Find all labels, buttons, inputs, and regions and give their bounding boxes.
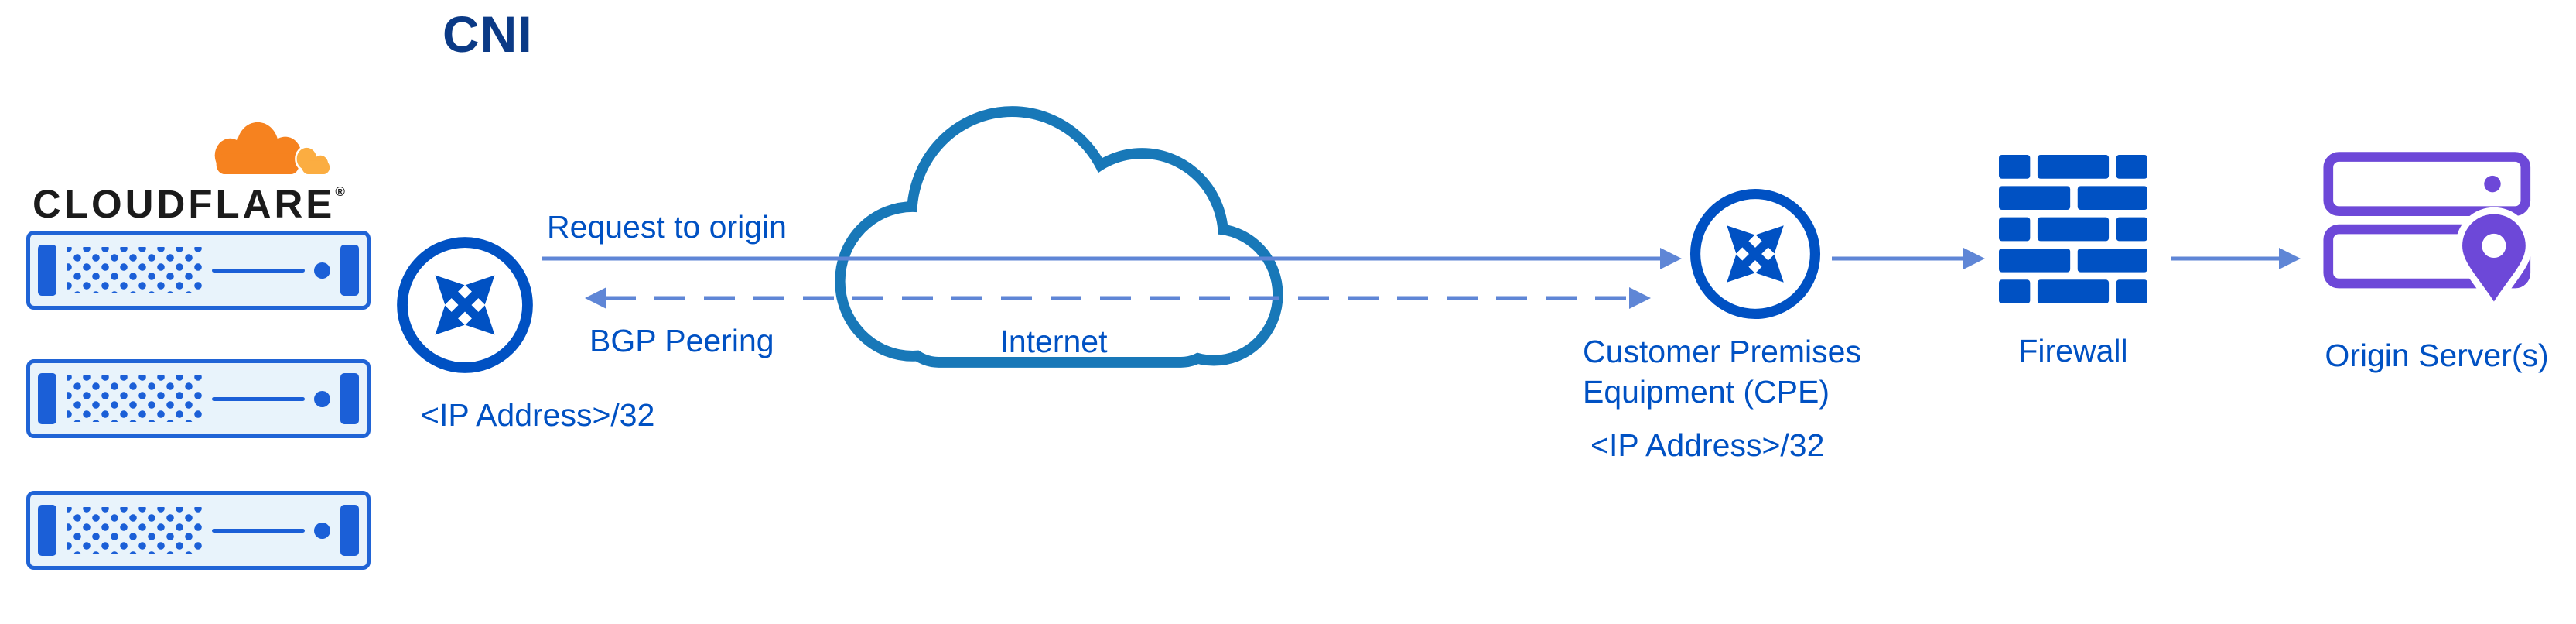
internet-label: Internet: [999, 324, 1108, 359]
cloudflare-server-2: [26, 359, 371, 438]
bgp-peering-label: BGP Peering: [589, 323, 774, 358]
registered-mark: ®: [335, 184, 345, 199]
cloudflare-wordmark: CLOUDFLARE®: [32, 181, 345, 227]
origin-servers-label: Origin Server(s): [2325, 338, 2549, 373]
cloudflare-server-1: [26, 231, 371, 310]
cpe-router-icon: [1689, 188, 1821, 320]
server-led: [314, 390, 331, 407]
server-slot-line: [211, 268, 305, 273]
server-left-panel: [38, 373, 56, 424]
server-left-panel: [38, 245, 56, 296]
server-dots-pattern: [66, 507, 202, 554]
cpe-label: Customer Premises Equipment (CPE): [1583, 334, 1861, 410]
cloudflare-cloud-icon: [214, 122, 332, 177]
server-led: [314, 262, 331, 279]
cloudflare-wordmark-text: CLOUDFLARE: [32, 182, 336, 226]
firewall-label: Firewall: [2018, 333, 2128, 369]
location-pin-icon: [2455, 207, 2533, 310]
cpe-to-firewall-arrow: [1832, 248, 1985, 269]
internet-cloud-icon: [835, 106, 1283, 368]
firewall-to-origin-arrow: [2171, 248, 2301, 269]
origin-server-icon: [2323, 152, 2533, 310]
firewall-brick-icon: [1999, 155, 2147, 303]
edge-router-icon: [397, 237, 533, 373]
edge-router-ip-label: <IP Address>/32: [421, 397, 655, 433]
server-slot-line: [211, 396, 305, 401]
server-slot-line: [211, 528, 305, 533]
server-dots-pattern: [66, 375, 202, 422]
request-to-origin-label: Request to origin: [547, 209, 787, 245]
server-led: [314, 522, 331, 539]
cloudflare-server-3: [26, 491, 371, 570]
server-right-panel: [340, 373, 359, 424]
server-dots-pattern: [66, 247, 202, 293]
server-right-panel: [340, 505, 359, 556]
diagram-title: CNI: [442, 5, 533, 63]
cpe-ip-label: <IP Address>/32: [1590, 427, 1825, 463]
server-left-panel: [38, 505, 56, 556]
server-right-panel: [340, 245, 359, 296]
